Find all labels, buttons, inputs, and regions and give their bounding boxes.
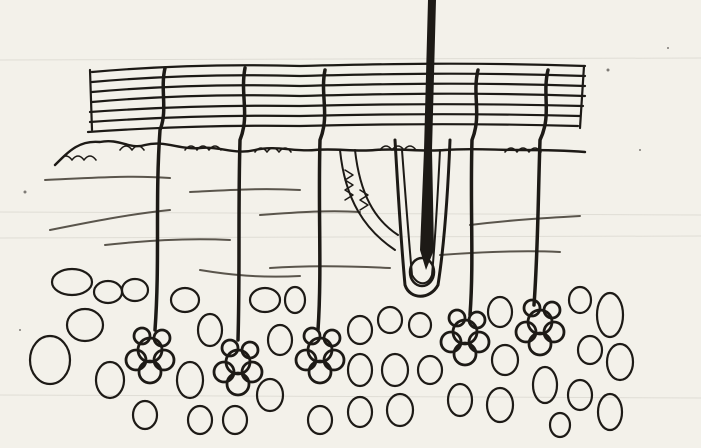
sweat-ducts bbox=[155, 68, 548, 340]
dermis-fibers bbox=[45, 177, 580, 277]
sebaceous-gland bbox=[340, 150, 398, 250]
scan-texture bbox=[0, 58, 701, 398]
